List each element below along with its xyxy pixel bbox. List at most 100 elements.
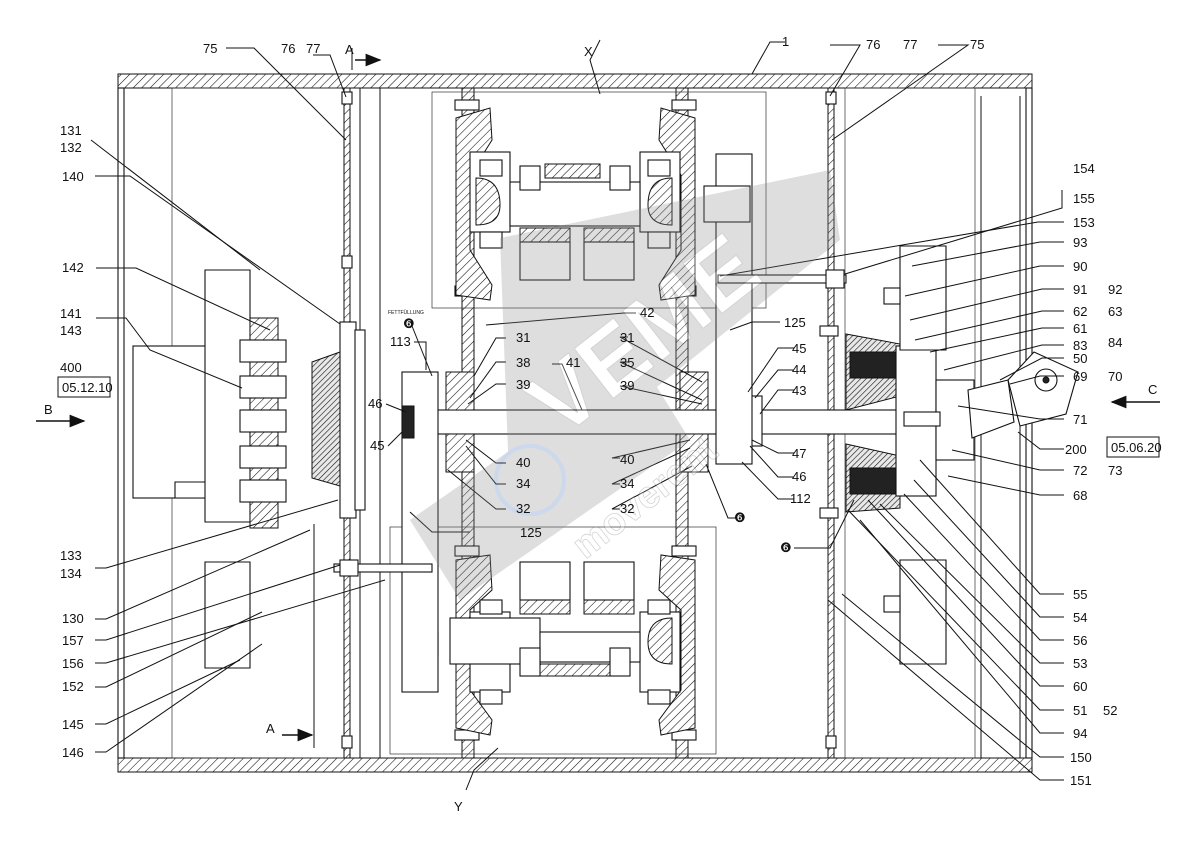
label-75-right: 75 bbox=[970, 37, 984, 52]
view-mark-b: B bbox=[44, 402, 53, 417]
label-62: 62 bbox=[1073, 304, 1087, 319]
label-68: 68 bbox=[1073, 488, 1087, 503]
label-90: 90 bbox=[1073, 259, 1087, 274]
label-69: 69 bbox=[1073, 369, 1087, 384]
label-31-left: 31 bbox=[516, 330, 530, 345]
label-130: 130 bbox=[62, 611, 84, 626]
label-156: 156 bbox=[62, 656, 84, 671]
date-left-text: 05.12.10 bbox=[62, 380, 113, 395]
left-coupling bbox=[132, 269, 366, 669]
label-52: 52 bbox=[1103, 703, 1117, 718]
label-112: 112 bbox=[790, 491, 811, 506]
view-mark-c: C bbox=[1148, 382, 1157, 397]
label-76-left: 76 bbox=[281, 41, 295, 56]
label-54: 54 bbox=[1073, 610, 1087, 625]
label-154: 154 bbox=[1073, 161, 1095, 176]
view-arrows bbox=[36, 48, 1160, 748]
right-bearing-housing bbox=[845, 245, 975, 665]
label-76-right: 76 bbox=[866, 37, 880, 52]
label-92: 92 bbox=[1108, 282, 1122, 297]
label-50: 50 bbox=[1073, 351, 1087, 366]
label-151: 151 bbox=[1070, 773, 1092, 788]
label-146: 146 bbox=[62, 745, 84, 760]
label-143: 143 bbox=[60, 323, 82, 338]
label-125-upper: 125 bbox=[784, 315, 806, 330]
label-44: 44 bbox=[792, 362, 806, 377]
label-141: 141 bbox=[60, 306, 82, 321]
label-200: 200 bbox=[1065, 442, 1087, 457]
label-157: 157 bbox=[62, 633, 84, 648]
label-63: 63 bbox=[1108, 304, 1122, 319]
label-134: 134 bbox=[60, 566, 82, 581]
label-46-left: 46 bbox=[368, 396, 382, 411]
label-70: 70 bbox=[1108, 369, 1122, 384]
section-mark-a-top: A bbox=[345, 42, 354, 57]
grease-symbol-2: ❻ bbox=[734, 510, 746, 525]
label-131: 131 bbox=[60, 123, 82, 138]
label-40-left: 40 bbox=[516, 455, 530, 470]
label-140: 140 bbox=[62, 169, 84, 184]
label-91: 91 bbox=[1073, 282, 1087, 297]
label-39-right: 39 bbox=[620, 378, 634, 393]
label-38: 38 bbox=[516, 355, 530, 370]
section-mark-a-bottom: A bbox=[266, 721, 275, 736]
label-32-left: 32 bbox=[516, 501, 530, 516]
date-box-left bbox=[57, 376, 111, 398]
date-box-right bbox=[1106, 436, 1160, 458]
label-77-right: 77 bbox=[903, 37, 917, 52]
label-55: 55 bbox=[1073, 587, 1087, 602]
label-142: 142 bbox=[62, 260, 84, 275]
label-155: 155 bbox=[1073, 191, 1095, 206]
date-boxes: 05.12.10 05.06.20 bbox=[57, 376, 1162, 458]
main-shaft bbox=[405, 371, 911, 473]
label-83: 83 bbox=[1073, 338, 1087, 353]
part-number-labels: 75 76 77 1 76 77 75 131 132 140 142 141 … bbox=[60, 34, 1122, 788]
label-125-lower: 125 bbox=[520, 525, 542, 540]
label-84: 84 bbox=[1108, 335, 1122, 350]
label-150: 150 bbox=[1070, 750, 1092, 765]
label-41: 41 bbox=[566, 355, 580, 370]
label-47: 47 bbox=[792, 446, 806, 461]
label-1: 1 bbox=[782, 34, 789, 49]
label-35: 35 bbox=[620, 355, 634, 370]
label-94: 94 bbox=[1073, 726, 1087, 741]
label-72: 72 bbox=[1073, 463, 1087, 478]
label-400: 400 bbox=[60, 360, 82, 375]
detail-mark-y: Y bbox=[454, 799, 463, 814]
label-75-left: 75 bbox=[203, 41, 217, 56]
label-34-right: 34 bbox=[620, 476, 634, 491]
detail-mark-x: X bbox=[584, 44, 593, 59]
label-145: 145 bbox=[62, 717, 84, 732]
grease-fill-note: FETTFÜLLUNG bbox=[388, 309, 424, 316]
label-73: 73 bbox=[1108, 463, 1122, 478]
date-right-text: 05.06.20 bbox=[1111, 440, 1162, 455]
section-marks: A A B C X Y bbox=[44, 42, 1157, 814]
tie-rods bbox=[333, 269, 847, 577]
label-43: 43 bbox=[792, 383, 806, 398]
label-40-right: 40 bbox=[620, 452, 634, 467]
label-51: 51 bbox=[1073, 703, 1087, 718]
label-113: 113 bbox=[390, 334, 411, 349]
label-71: 71 bbox=[1073, 412, 1087, 427]
label-42: 42 bbox=[640, 305, 654, 320]
right-gear-column bbox=[703, 153, 753, 465]
leader-lines bbox=[90, 39, 1064, 791]
grease-symbol-1: ❻ bbox=[403, 316, 415, 331]
label-60: 60 bbox=[1073, 679, 1087, 694]
label-31-right: 31 bbox=[620, 330, 634, 345]
grease-symbol-3: ❻ bbox=[780, 540, 792, 555]
label-61: 61 bbox=[1073, 321, 1087, 336]
grease-markers: FETTFÜLLUNG ❻ ❻ ❻ bbox=[388, 309, 792, 555]
label-132: 132 bbox=[60, 140, 82, 155]
upper-gear-unit bbox=[455, 107, 696, 301]
label-45-right: 45 bbox=[792, 341, 806, 356]
label-93: 93 bbox=[1073, 235, 1087, 250]
label-133: 133 bbox=[60, 548, 82, 563]
label-153: 153 bbox=[1073, 215, 1095, 230]
label-39-left: 39 bbox=[516, 377, 530, 392]
label-46-right: 46 bbox=[792, 469, 806, 484]
label-53: 53 bbox=[1073, 656, 1087, 671]
label-56: 56 bbox=[1073, 633, 1087, 648]
label-45-left: 45 bbox=[370, 438, 384, 453]
